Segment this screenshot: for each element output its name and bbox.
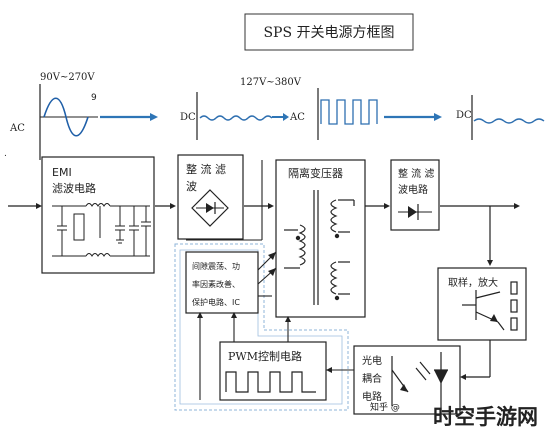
switched-ac-waveform: 127V~380V AC <box>240 77 378 140</box>
title-box <box>244 13 414 51</box>
sample-label: 取样，放大 <box>448 276 498 289</box>
protect-line-3: 保护电路、IC <box>192 297 240 307</box>
input-ac-label: AC <box>9 123 25 134</box>
emi-title: EMI <box>52 166 72 179</box>
pwm-label: PWM控制电路 <box>228 349 302 363</box>
rect2-line1: 整 流 滤 <box>398 167 434 180</box>
output-dc-waveform: DC <box>456 95 545 140</box>
inner-feedback-outline <box>179 249 343 405</box>
protection-ic-block: 间隙震荡、功 率因素改善、 保护电路、IC <box>185 251 259 314</box>
rect1-line2: 波 <box>186 180 197 193</box>
switched-ac-label: AC <box>289 112 305 123</box>
output-dc-label: DC <box>456 110 472 121</box>
input-ac-waveform: 90V~270V AC 9 <box>9 72 98 160</box>
stray-dot: . <box>4 149 7 159</box>
blue-arrow-2 <box>272 113 289 121</box>
dashed-feedback-outline <box>174 243 349 411</box>
pwm-control-block: PWM控制电路 <box>219 341 327 401</box>
rect1-line1: 整 流 滤 <box>186 162 226 176</box>
hv-range-label: 127V~380V <box>240 77 302 88</box>
opto-line-1: 光电 <box>362 354 382 367</box>
opto-line-2: 耦合 <box>362 372 382 385</box>
sampling-amplify-block: 取样，放大 <box>437 267 527 341</box>
blue-arrow-3 <box>384 113 442 121</box>
isolation-transformer-block: 隔离变压器 <box>275 159 366 318</box>
rectifier-filter-block-2: 整 流 滤 波电路 <box>390 159 440 231</box>
rectified-dc-waveform: DC <box>180 92 273 140</box>
input-range-label: 90V~270V <box>40 72 95 83</box>
rectifier-filter-block-1: 整 流 滤 波 <box>177 154 244 240</box>
optocoupler-block: 光电 耦合 电路 <box>353 345 461 415</box>
zhihu-watermark: 知乎 @ <box>370 401 400 413</box>
emi-filter-block: EMI 滤波电路 <box>41 156 155 274</box>
rectified-dc-label: DC <box>180 112 196 123</box>
blue-arrow-1 <box>100 113 158 121</box>
brand-watermark: 时空手游网 <box>433 405 538 429</box>
protect-line-1: 间隙震荡、功 <box>192 261 240 271</box>
emi-subtitle: 滤波电路 <box>52 182 96 195</box>
protect-line-2: 率因素改善、 <box>192 279 240 289</box>
input-marker: 9 <box>91 93 97 103</box>
transformer-label: 隔离变压器 <box>288 166 343 180</box>
rect2-line2: 波电路 <box>398 183 428 196</box>
opto-line-3: 电路 <box>362 390 382 403</box>
diagram-title: SPS 开关电源方框图 <box>263 25 394 41</box>
